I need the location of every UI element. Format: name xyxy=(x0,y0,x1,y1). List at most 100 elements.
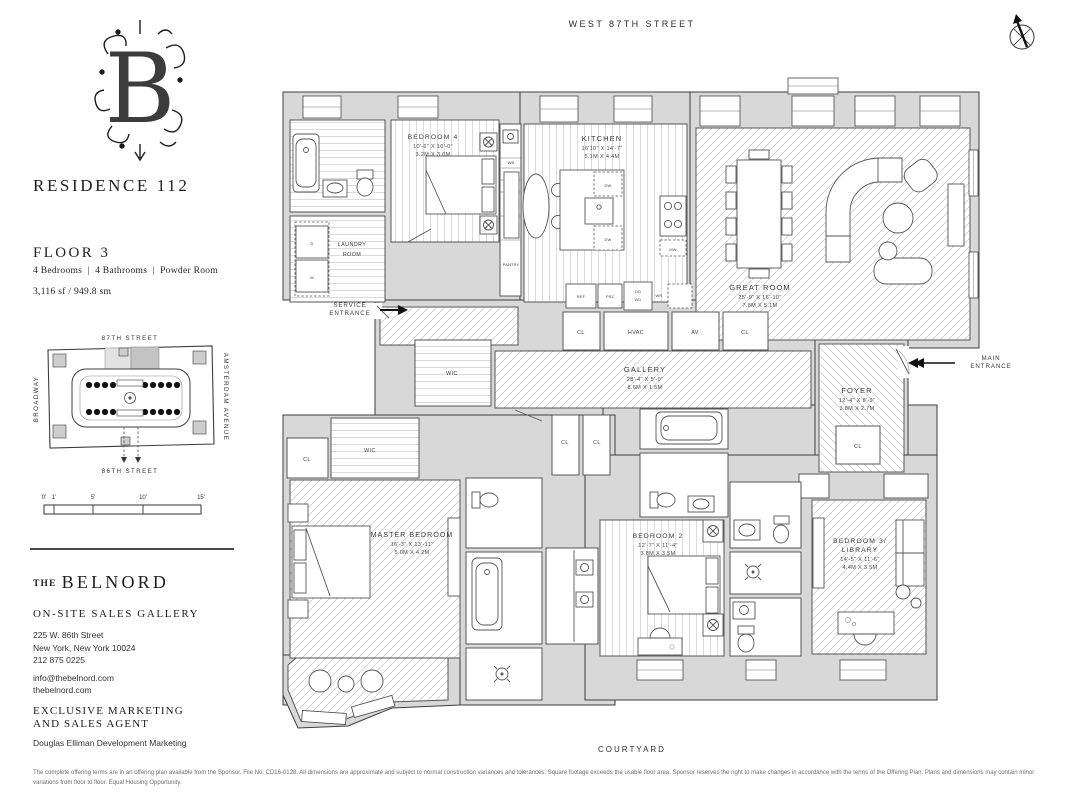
dryer-label: D xyxy=(310,241,313,246)
address-line2: New York, New York 10024 xyxy=(33,642,136,653)
email-link[interactable]: info@thebelnord.com xyxy=(33,673,114,683)
wine-ref-label: WR xyxy=(656,293,663,298)
shower-icon xyxy=(493,665,511,683)
bed-icon-master xyxy=(291,525,371,599)
cl-label-foyer: CL xyxy=(854,444,862,450)
logo-flourishes xyxy=(94,20,186,162)
foyer-dim-m: 3.8M X 2.7M xyxy=(839,406,874,412)
dishwasher-label: DW xyxy=(605,183,612,188)
agent-heading: EXCLUSIVE MARKETING AND SALES AGENT xyxy=(33,705,184,731)
doors xyxy=(374,228,910,422)
toilet-icon-master xyxy=(471,491,499,509)
toilet-icon xyxy=(356,169,374,197)
closet-cl-2 xyxy=(722,311,769,351)
bedroom2-label: BEDROOM 2 xyxy=(633,533,684,540)
main-entrance-line1: MAIN xyxy=(981,355,1000,362)
keyplan-street-top: 87TH STREET xyxy=(102,335,159,342)
scale-15: 15' xyxy=(197,495,205,501)
vanity-sinks xyxy=(573,550,594,642)
closet-foyer-left xyxy=(798,473,830,499)
kitchen-dim-ft: 16'10" X 14'-7" xyxy=(581,146,622,152)
scale-0: 0' xyxy=(42,495,46,501)
kitchen-dim-m: 5.1M X 4.4M xyxy=(584,154,619,160)
address-line1: 225 W. 86th Street xyxy=(33,630,104,640)
driveway-lines xyxy=(123,427,139,457)
kitchen-label: KITCHEN xyxy=(582,134,623,143)
brand-name: BELNORD xyxy=(61,572,170,592)
windows xyxy=(301,77,979,725)
refrigerator-label: REF xyxy=(577,294,586,299)
keyplan-building xyxy=(47,345,215,463)
agent-name: Douglas Elliman Development Marketing xyxy=(33,738,187,748)
specs-line: 4 Bedrooms | 4 Bathrooms | Powder Room xyxy=(33,266,219,276)
scale-10: 10' xyxy=(139,495,147,501)
wb-label: WB xyxy=(508,160,515,165)
area-line: 3,116 sf / 949.8 sm xyxy=(33,287,112,297)
keyplan-street-right: AMSTERDAM AVENUE xyxy=(222,353,229,441)
cl-label-hall2: CL xyxy=(593,440,601,446)
side-table xyxy=(910,597,922,609)
coffee-table-icon xyxy=(882,202,914,234)
closet-hvac xyxy=(603,311,669,351)
appliance-row: REF FRZ DO WD WR xyxy=(565,281,693,311)
closet-fixture-icons xyxy=(479,132,498,235)
main-entrance-annotation: MAIN ENTRANCE xyxy=(908,355,1011,370)
laundry-label-1: LAUNDRY xyxy=(338,242,366,248)
compass-icon xyxy=(1009,14,1035,50)
disclaimer-text: The complete offering terms are in an of… xyxy=(33,770,1035,786)
floor-label: FLOOR 3 xyxy=(33,245,111,261)
floorplan-svg: WEST 87TH STREET xyxy=(282,14,1035,754)
street-label: WEST 87TH STREET xyxy=(569,19,696,29)
dishwasher-label-2: DW xyxy=(605,237,612,242)
room-wic-lower xyxy=(330,417,420,479)
foyer-dim-ft: 12'-4" X 8'-9" xyxy=(839,398,875,404)
sidebar-divider xyxy=(30,548,234,550)
bathtub-icon-bed2 xyxy=(655,411,723,445)
agent-heading-line1: EXCLUSIVE MARKETING xyxy=(33,705,184,717)
washer-label: W xyxy=(310,275,314,280)
room-gallery xyxy=(494,350,812,409)
keyplan-map: 87TH STREET 86TH STREET BROADWAY AMSTERD… xyxy=(33,335,229,515)
armchair-icon xyxy=(903,158,938,193)
master-dim-ft: 16'-3" X 13'-11" xyxy=(391,542,434,548)
keyplan-street-left: BROADWAY xyxy=(33,376,40,423)
window-seat-master xyxy=(447,517,461,597)
sales-gallery-heading: ON-SITE SALES GALLERY xyxy=(33,608,200,620)
microwave-label: MW xyxy=(669,247,676,252)
cl-label-2: CL xyxy=(741,330,749,336)
nightstand xyxy=(287,599,309,619)
master-bath-a xyxy=(465,477,543,549)
sink-icon xyxy=(322,179,348,198)
range-icon: MW xyxy=(659,195,687,257)
foyer-label: FOYER xyxy=(841,386,872,395)
closet-hall-2 xyxy=(582,414,611,476)
sales-address: 225 W. 86th Street New York, New York 10… xyxy=(33,629,136,667)
furniture: D W DW DW xyxy=(287,129,965,693)
closet-hall-1 xyxy=(551,414,580,476)
great-room-dim-ft: 25'-9" X 16'-10" xyxy=(738,295,781,301)
main-entrance-line2: ENTRANCE xyxy=(970,363,1011,370)
cl-label-master: CL xyxy=(303,457,311,463)
great-room-label: GREAT ROOM xyxy=(729,283,791,292)
website-link[interactable]: thebelnord.com xyxy=(33,685,92,695)
sectional-sofa-icon xyxy=(825,157,903,263)
gallery-dim-ft: 28'-4" X 5'-0" xyxy=(627,377,663,383)
bedroom4-dim-ft: 10'-6" X 10'-0" xyxy=(413,144,453,150)
pantry-label: PANTRY xyxy=(503,262,520,267)
service-entrance-line2: ENTRANCE xyxy=(329,310,370,317)
bedroom2-dim-m: 3.8M X 3.5M xyxy=(640,551,675,557)
shower-room xyxy=(465,647,543,701)
gallery-dim-m: 8.6M X 1.5M xyxy=(627,385,662,391)
closet-fixture-icons-bed2 xyxy=(702,519,724,637)
wet-bar-sink-icon xyxy=(502,129,519,144)
bedroom3-label-1: BEDROOM 3/ xyxy=(833,538,887,545)
phone-number: 212 875 0225 xyxy=(33,655,85,665)
hvac-label: HVAC xyxy=(628,330,644,336)
wic-upper-label: WIC xyxy=(446,371,458,377)
wall-unit-bed3 xyxy=(812,517,825,589)
scale-1: 1' xyxy=(52,495,56,501)
bedroom3-dim-m: 4.4M X 3.5M xyxy=(842,565,877,571)
bedroom3-label-2: LIBRARY xyxy=(842,547,879,554)
closet-cl-1 xyxy=(562,311,601,351)
freezer-label: FRZ xyxy=(606,294,615,299)
